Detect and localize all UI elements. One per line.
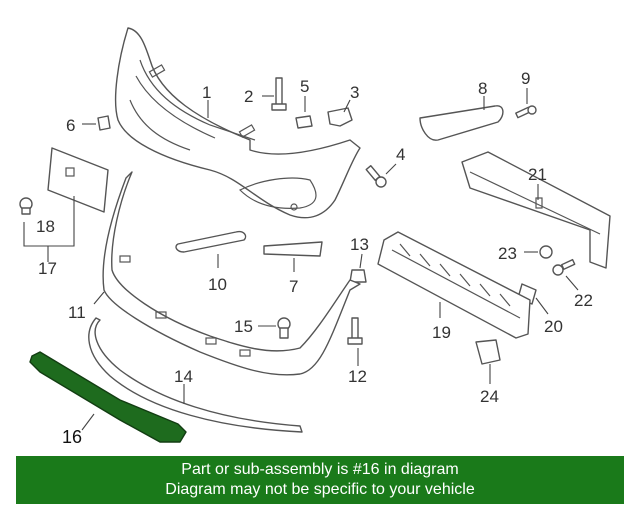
parts-diagram: 1 2 3 4 5 6 7 8 9 10 11 12 13 14 15 16 1… [19,27,611,447]
molding-part-10[interactable] [175,230,247,253]
clip-part-5[interactable] [295,115,313,129]
label-part-22: 22 [574,291,593,310]
highlighted-part-16[interactable] [29,351,187,443]
label-part-19: 19 [432,323,451,342]
banner-line-1: Part or sub-assembly is #16 in diagram [181,461,459,478]
trim-strip-part-14[interactable] [88,317,303,433]
banner-line-2: Diagram may not be specific to your vehi… [165,481,475,498]
label-part-12: 12 [348,367,367,386]
nut-part-23[interactable] [539,245,553,259]
push-pin-part-15[interactable] [277,317,291,339]
label-part-23: 23 [498,244,517,263]
clip-part-13[interactable] [349,269,367,283]
bumper-cover-part[interactable] [114,27,361,219]
bolt-part-4[interactable] [365,165,387,188]
molding-part-7[interactable] [263,241,323,257]
label-part-10: 10 [208,275,227,294]
label-part-11: 11 [68,303,86,322]
bracket-part-3[interactable] [327,107,353,127]
label-part-5: 5 [300,77,309,96]
label-part-3: 3 [350,83,359,102]
label-part-24: 24 [480,387,499,406]
reinforcement-beam-part-21[interactable] [461,151,611,269]
label-part-21: 21 [528,165,547,184]
label-part-4: 4 [396,145,405,164]
screw-part-2[interactable] [271,77,287,111]
energy-absorber-part-19[interactable] [377,231,531,339]
label-part-16: 16 [62,427,82,447]
bolt-part-9[interactable] [515,105,537,119]
leader-lines [23,88,579,431]
fog-lamp-trim-part-8[interactable] [419,105,504,141]
label-part-8: 8 [478,79,487,98]
label-part-18: 18 [36,217,55,236]
label-part-1: 1 [202,83,211,102]
info-banner: Part or sub-assembly is #16 in diagram D… [16,456,624,504]
label-part-9: 9 [521,69,530,88]
label-part-15: 15 [234,317,253,336]
clip-part-6[interactable] [97,115,111,131]
bracket-part-24[interactable] [475,339,501,365]
label-part-17: 17 [38,259,57,278]
part-labels: 1 2 3 4 5 6 7 8 9 10 11 12 13 14 15 16 1… [36,69,593,447]
bolt-part-22[interactable] [552,258,576,276]
label-part-20: 20 [544,317,563,336]
license-plate-bracket-part-17[interactable] [47,147,109,213]
label-part-7: 7 [289,277,298,296]
label-part-13: 13 [350,235,369,254]
label-part-14: 14 [174,367,193,386]
lower-bumper-cover-part-11[interactable] [102,171,361,376]
bolt-part-12[interactable] [347,317,363,345]
label-part-2: 2 [244,87,253,106]
bolt-part-18[interactable] [19,197,33,215]
label-part-6: 6 [66,116,75,135]
